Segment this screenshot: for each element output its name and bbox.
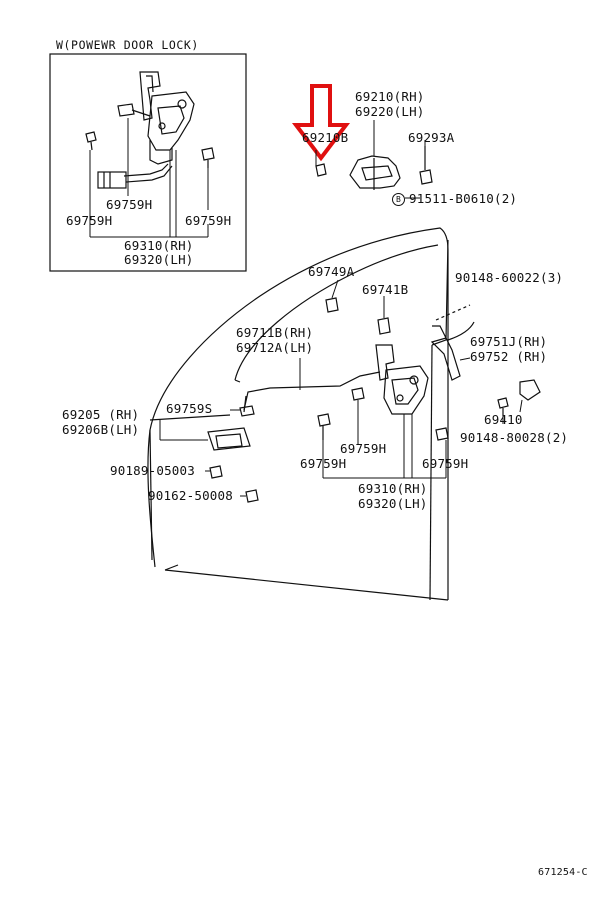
label-91511-b0610: B 91511-B0610(2) [392,192,517,206]
inset-title: W(POWEWR DOOR LOCK) [56,38,199,52]
label-69210b: 69210B [302,130,349,145]
label-69293a: 69293A [408,130,455,145]
inset-door-lock-assembly [85,71,215,189]
label-90162-50008: 90162-50008 [148,488,233,503]
inset-label-69310rh: 69310(RH) [124,238,194,253]
label-90189-05003: 90189-05003 [110,463,195,478]
label-69759s: 69759S [166,401,213,416]
door-lock-assembly [243,297,541,441]
inset-label-69759h-right: 69759H [185,213,232,228]
highlight-arrow [291,84,351,162]
label-69210rh: 69210(RH) [355,89,425,104]
inset-label-69320lh: 69320(LH) [124,252,194,267]
bolt-marker-b: B [392,193,405,206]
label-69749a: 69749A [308,264,355,279]
label-90148-60022: 90148-60022(3) [455,270,564,285]
diagram-code: 671254-C [538,867,588,878]
label-69759h-left: 69759H [300,456,347,471]
label-69220lh: 69220(LH) [355,104,425,119]
outside-door-handle [315,146,433,190]
label-69751j-rh: 69751J(RH) [470,334,548,349]
label-69206b-lh: 69206B(LH) [62,422,140,437]
inset-power-door-lock [49,53,247,272]
inset-label-69759h-left: 69759H [66,213,113,228]
door-frame [147,227,475,601]
label-69752-rh: 69752 (RH) [470,349,548,364]
inset-frame [49,53,247,272]
label-69759h-right: 69759H [422,456,469,471]
label-90148-80028: 90148-80028(2) [460,430,569,445]
inside-door-handle [207,405,259,503]
label-69320-lh: 69320(LH) [358,496,428,511]
label-69410: 69410 [484,412,523,427]
inset-label-69759h-top: 69759H [106,197,153,212]
label-69711b-rh: 69711B(RH) [236,325,314,340]
label-69759h-center: 69759H [340,441,387,456]
label-69310-rh: 69310(RH) [358,481,428,496]
label-69741b: 69741B [362,282,409,297]
label-91511-b0610-text: 91511-B0610(2) [409,191,518,206]
leader-lines [159,120,523,497]
label-69712a-lh: 69712A(LH) [236,340,314,355]
label-69205-rh: 69205 (RH) [62,407,140,422]
